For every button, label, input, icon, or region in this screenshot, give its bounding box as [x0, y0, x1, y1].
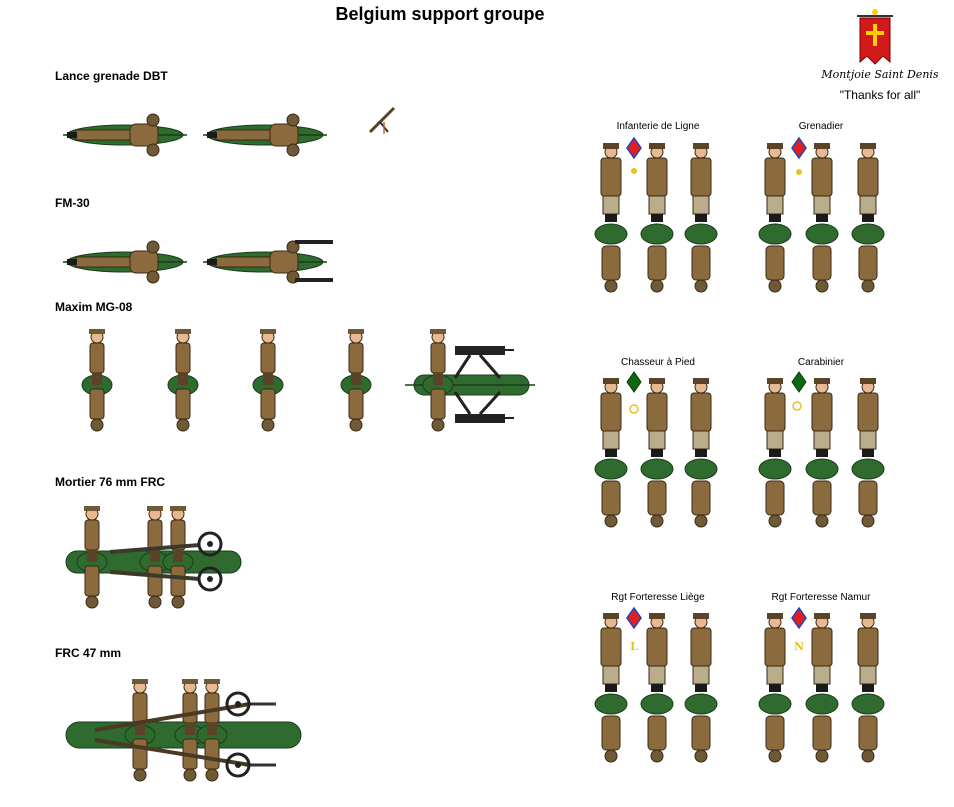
plate-chasseur-a-pied — [594, 371, 718, 528]
logo-motto-text: "Thanks for all" — [839, 88, 921, 102]
maxim-machine-gun-icon — [453, 346, 514, 423]
plate-rgt-forteresse-namur: N — [758, 606, 885, 763]
frc47-crew-figure — [196, 678, 228, 782]
insignia-icon — [791, 371, 807, 393]
plate-label-chasseur: Chasseur à Pied — [621, 357, 695, 368]
insignia-icon — [791, 136, 807, 160]
mortier-crew-figure — [76, 505, 108, 609]
plate-label-grenadier: Grenadier — [798, 121, 844, 132]
antitank-gun-icon — [94, 691, 276, 778]
insignia-icon — [626, 136, 642, 160]
fm30-gunner-figure — [202, 240, 328, 284]
rifle-icon — [295, 240, 333, 244]
insignia-icon — [791, 606, 807, 630]
plate-rgt-forteresse-liege: L — [594, 606, 718, 763]
maxim-crew-figure — [252, 328, 284, 432]
logo-script-text: Montjoie Saint Denis — [821, 68, 939, 81]
svg-text:N: N — [794, 640, 804, 653]
mortier-crew-figure — [162, 505, 194, 609]
oriflamme-banner-icon — [857, 9, 893, 65]
section-label-mortier: Mortier 76 mm FRC — [55, 475, 166, 489]
lance-grenade-figure — [62, 113, 188, 157]
rifle-icon — [295, 278, 333, 282]
grenade-launcher-icon — [368, 106, 396, 134]
maxim-crew-figure — [422, 328, 454, 432]
plate-label-namur: Rgt Forteresse Namur — [771, 592, 871, 603]
maxim-crew-figure — [81, 328, 113, 432]
svg-text:L: L — [630, 640, 638, 653]
section-label-fm30: FM-30 — [55, 196, 90, 210]
plate-carabinier — [758, 371, 885, 528]
insignia-icon — [626, 606, 642, 630]
maxim-crew-figure — [167, 328, 199, 432]
plate-label-liege: Rgt Forteresse Liège — [611, 592, 705, 603]
plate-label-infanterie: Infanterie de Ligne — [616, 121, 700, 132]
plate-label-carabinier: Carabinier — [797, 357, 845, 368]
frc47-crew-figure — [124, 678, 156, 782]
mortar-gun-icon — [109, 531, 223, 592]
fm30-gunner-figure — [62, 240, 188, 284]
section-label-lance-grenade: Lance grenade DBT — [55, 69, 168, 83]
plate-infanterie-de-ligne — [594, 136, 718, 293]
plate-grenadier — [758, 136, 885, 293]
section-label-maxim: Maxim MG-08 — [55, 300, 133, 314]
section-label-frc47: FRC 47 mm — [55, 646, 122, 660]
lance-grenade-figure — [202, 113, 328, 157]
insignia-icon — [626, 371, 642, 393]
maxim-crew-figure — [340, 328, 372, 432]
page-title: Belgium support groupe — [335, 4, 545, 24]
